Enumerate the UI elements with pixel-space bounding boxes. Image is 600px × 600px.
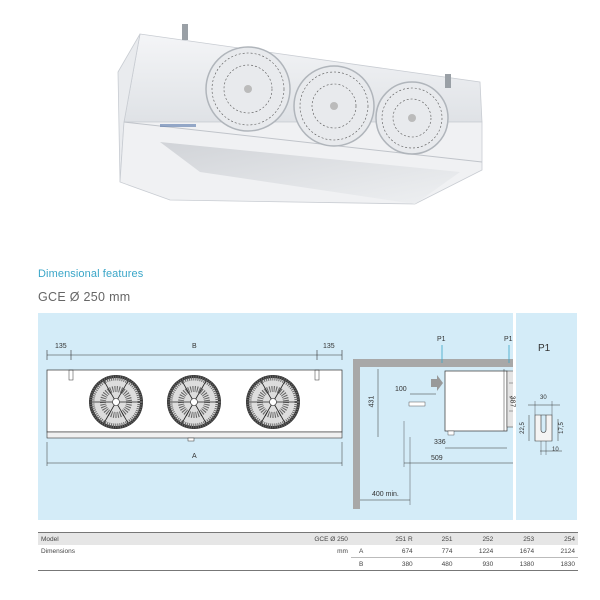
p1-dim-10: 10 <box>552 447 559 453</box>
cell-value: 480 <box>415 557 456 571</box>
fan-icon <box>375 81 449 155</box>
p1-detail-label: P1 <box>538 343 551 354</box>
section-title: Dimensional features <box>38 268 144 280</box>
table-row: B 380 480 930 1380 1830 <box>38 557 578 571</box>
row-unit <box>246 557 351 571</box>
table-header-row: Model GCE Ø 250 251 R 251 252 253 254 <box>38 532 578 545</box>
dim-431: 431 <box>368 395 376 408</box>
row-key: B <box>350 557 376 571</box>
header-model: 253 <box>496 532 538 545</box>
dim-a: A <box>192 453 197 460</box>
p1-dim-30: 30 <box>540 395 547 401</box>
dim-b: B <box>192 343 197 350</box>
p1-right-label: P1 <box>504 336 513 343</box>
header-model: 251 R <box>375 532 416 545</box>
cell-value: 1830 <box>537 557 578 571</box>
dim-509: 509 <box>431 455 443 462</box>
header-model: 251 <box>415 532 456 545</box>
p1-dim-22-5: 22,5 <box>519 422 526 434</box>
cell-value: 1674 <box>496 545 538 558</box>
model-heading: GCE Ø 250 mm <box>38 290 131 304</box>
header-model-label: Model <box>38 532 247 545</box>
fan-icon <box>293 65 375 147</box>
p1-detail-panel: P1 30 22,5 17,5 10 <box>516 313 577 520</box>
cell-value: 674 <box>375 545 416 558</box>
p1-dim-17-5: 17,5 <box>558 422 565 434</box>
header-model: 252 <box>455 532 497 545</box>
header-model: 254 <box>537 532 578 545</box>
dim-right-135: 135 <box>323 343 335 350</box>
row-label: Dimensions <box>41 547 75 555</box>
p1-bracket-drawing <box>528 401 562 455</box>
cell-value: 1380 <box>496 557 538 571</box>
product-photo <box>110 22 490 222</box>
dim-387: 387 <box>508 395 516 408</box>
row-label <box>38 557 247 571</box>
spec-table: Model GCE Ø 250 251 R 251 252 253 254 Di… <box>38 532 578 571</box>
fan-icon <box>205 46 291 132</box>
side-view-drawing <box>353 345 537 509</box>
dim-336: 336 <box>434 439 446 446</box>
header-series: GCE Ø 250 <box>246 532 351 545</box>
cell-value: 930 <box>455 557 497 571</box>
row-key: A <box>350 545 376 558</box>
cell-value: 380 <box>375 557 416 571</box>
cell-value: 2124 <box>537 545 578 558</box>
dim-left-135: 135 <box>55 343 67 350</box>
row-unit: mm <box>337 547 348 555</box>
dimension-drawing-panel: 135 B 135 A P1 P1 431 387 100 336 509 40… <box>38 313 537 520</box>
front-view-drawing <box>46 350 343 466</box>
cell-value: 1224 <box>455 545 497 558</box>
dim-400-min: 400 min. <box>372 491 399 498</box>
dim-100: 100 <box>395 386 407 393</box>
p1-left-label: P1 <box>437 336 446 343</box>
table-row: Dimensions mm A 674 774 1224 1674 2124 <box>38 545 578 558</box>
cell-value: 774 <box>415 545 456 558</box>
